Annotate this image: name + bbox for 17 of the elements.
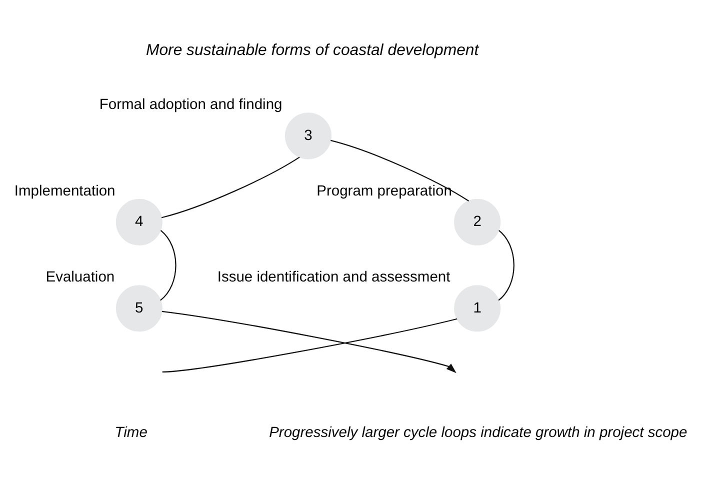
node-circle: 5: [116, 285, 162, 332]
node-label: Formal adoption and finding: [99, 97, 282, 114]
label: More sustainable forms of coastal development: [146, 42, 479, 60]
connector: [498, 230, 514, 301]
label: Progressively larger cycle loops indicate growth in project scope: [269, 424, 688, 441]
node-label: Implementation: [14, 183, 116, 200]
node-label: Evaluation: [46, 270, 115, 286]
node-label: Program preparation: [316, 183, 452, 200]
connector: [161, 156, 300, 218]
node-circle: 1: [454, 285, 501, 332]
node-circle: 3: [284, 112, 332, 160]
node-circle: 2: [454, 198, 501, 246]
connector: [330, 140, 470, 202]
node-label: Issue identification and assessment: [217, 270, 450, 286]
connector: [160, 230, 176, 301]
label: Time: [114, 424, 148, 441]
node-circle: 4: [116, 198, 162, 246]
